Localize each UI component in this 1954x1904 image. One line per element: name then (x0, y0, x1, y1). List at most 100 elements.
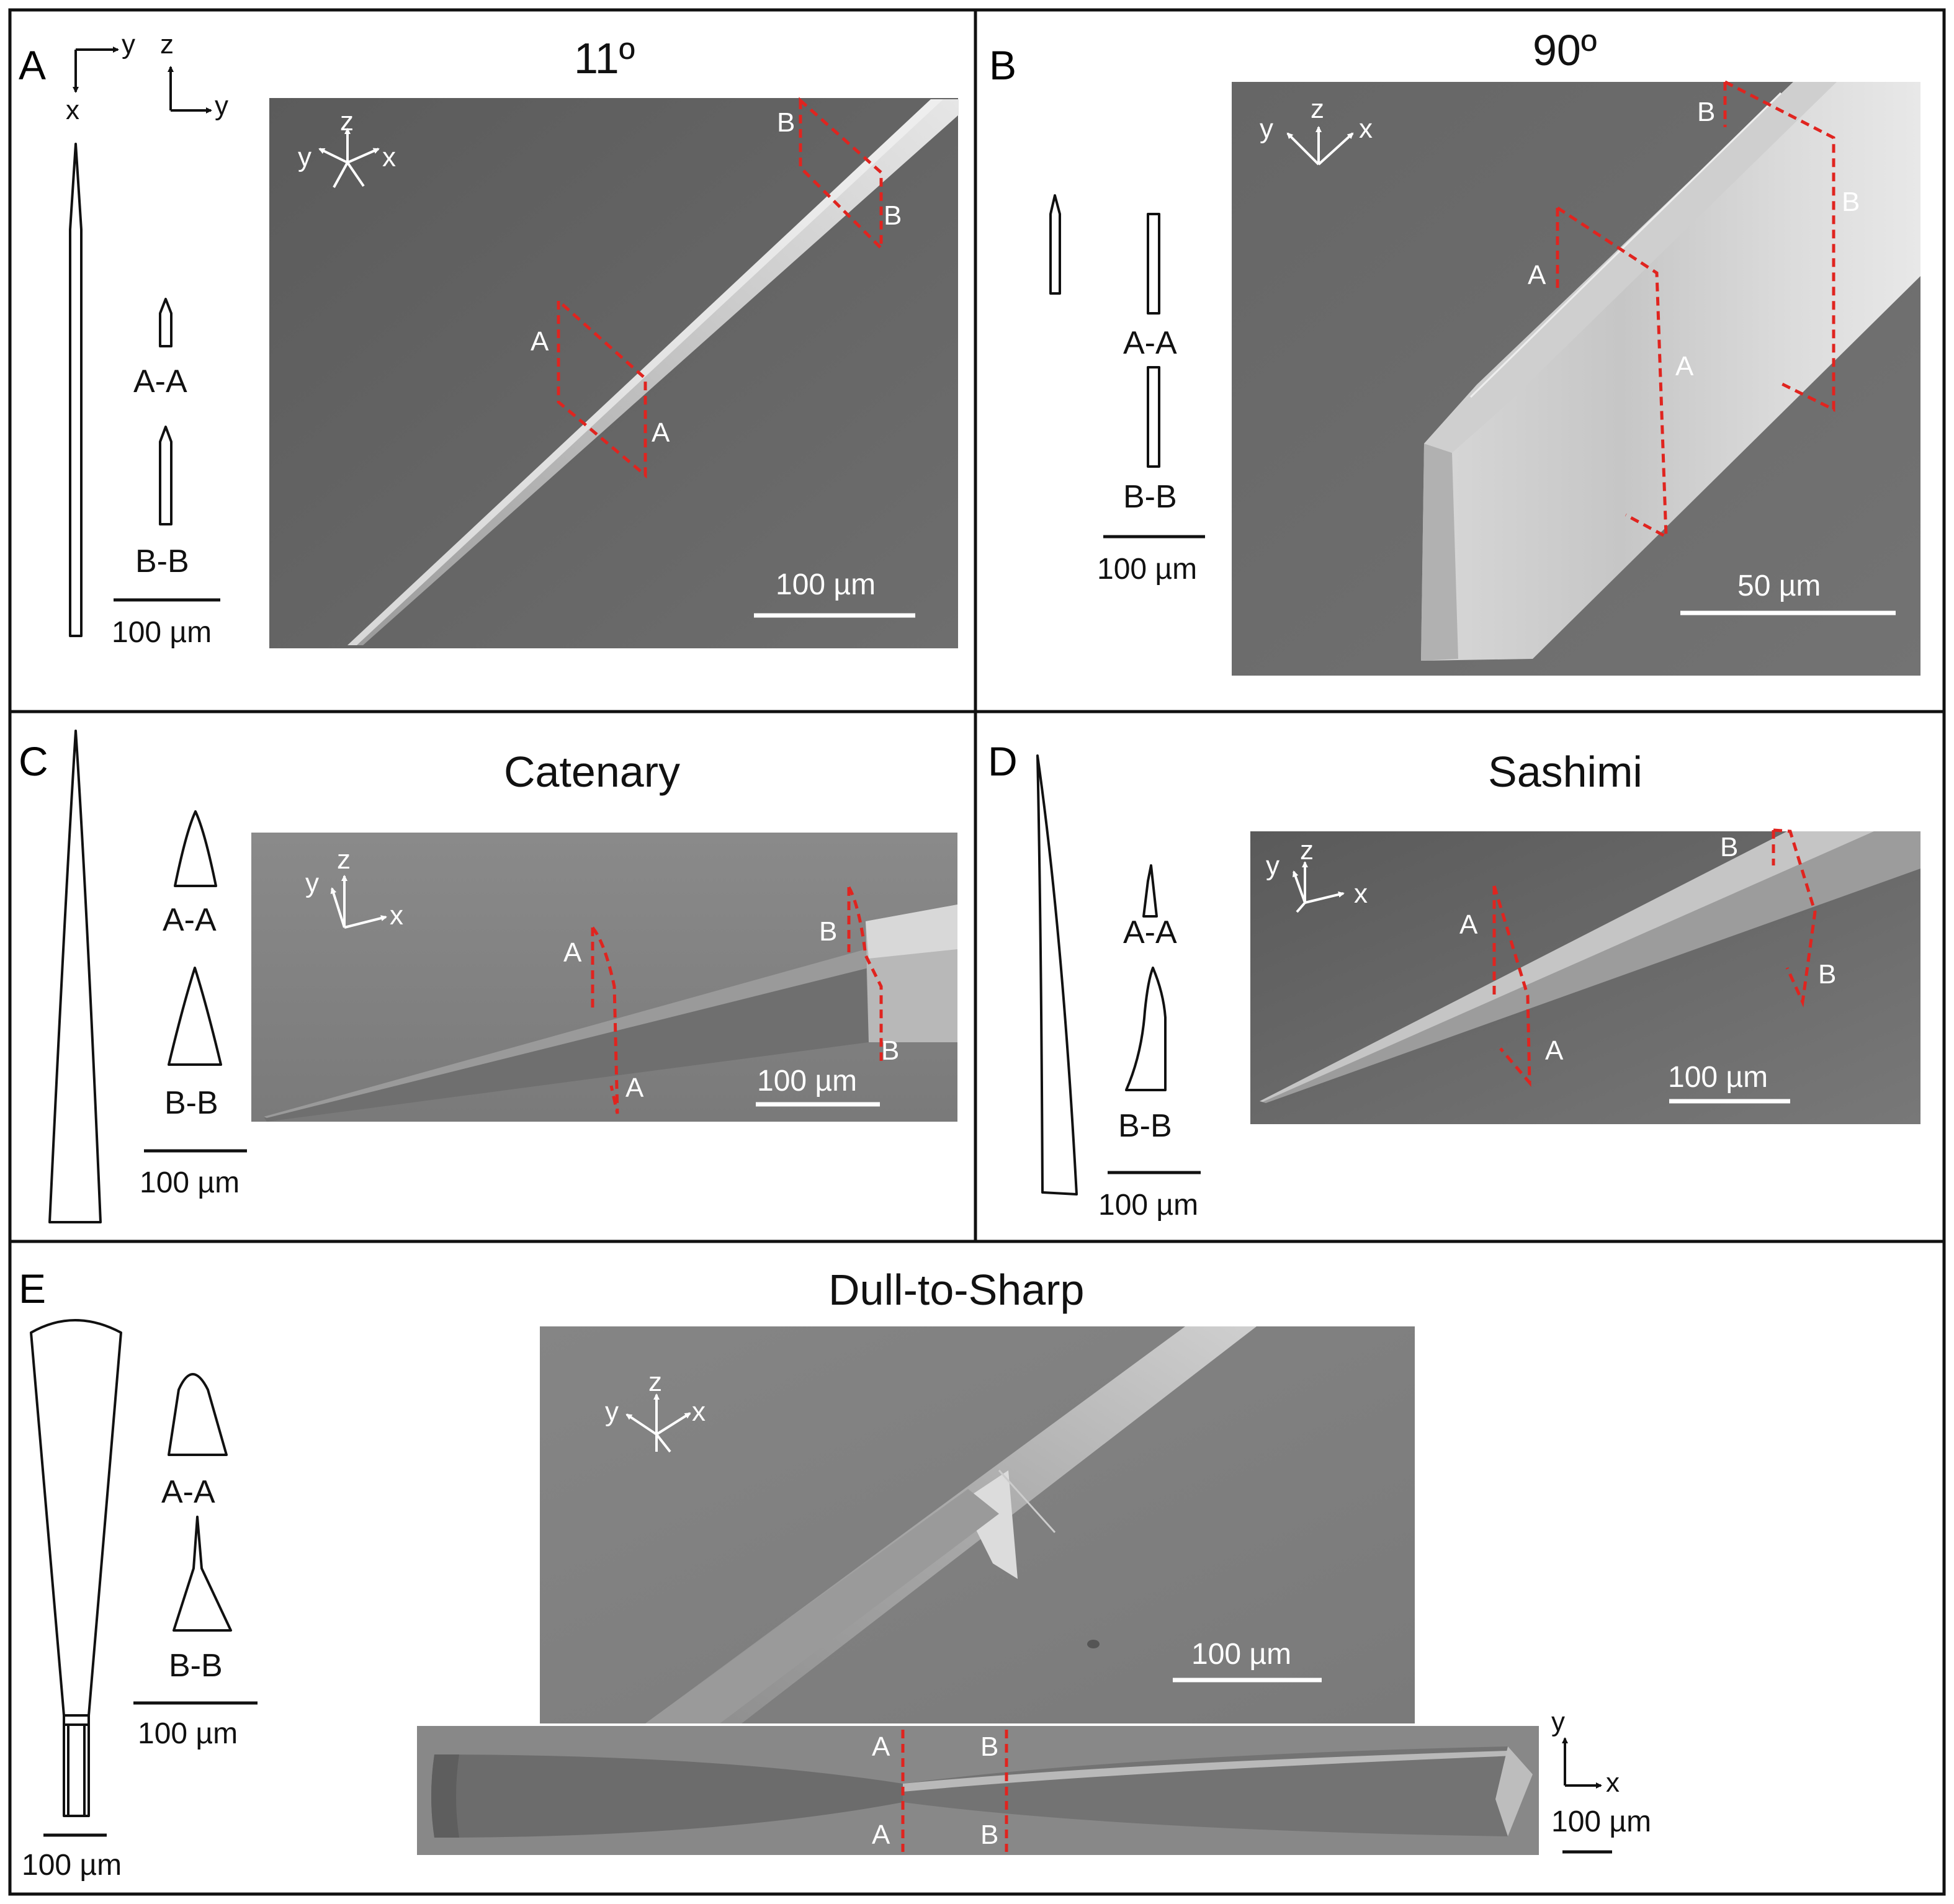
needle-outline-a (69, 143, 83, 637)
marker-a1-b: A (1528, 260, 1546, 290)
panel-c: C Catenary A-A B-B 100 µm z y x (19, 730, 957, 1223)
section-plane-b-d (1773, 828, 1817, 1008)
scale-label-sem-e: 100 µm (1191, 1638, 1291, 1671)
marker-a1-d: A (1459, 910, 1478, 940)
section-bb-shape-c (168, 967, 222, 1066)
section-label-aa-c: A-A (163, 902, 217, 938)
panel-title-e: Dull-to-Sharp (828, 1266, 1084, 1314)
marker-b1-b: B (1697, 97, 1715, 127)
sem-axis-y-d: y (1266, 851, 1280, 881)
panel-title-a: 11º (574, 34, 635, 83)
marker-b2-e: B (980, 1820, 998, 1850)
section-plane-a (557, 297, 647, 479)
section-plane-a-c (591, 926, 619, 1114)
needle-outline-c (48, 730, 102, 1223)
sem-image-a: z y x A A B B 100 µm (269, 97, 959, 648)
axis-label-z: z (160, 29, 174, 60)
axis-label-x: x (66, 95, 79, 125)
sem-axis-x-d: x (1354, 878, 1368, 909)
section-label-aa-e: A-A (161, 1474, 215, 1510)
panel-title-d: Sashimi (1488, 748, 1643, 796)
sem-axis-y-c: y (305, 868, 319, 898)
section-label-aa-b: A-A (1123, 325, 1177, 361)
panel-grid (8, 8, 1946, 1896)
marker-b2-b: B (1842, 187, 1860, 217)
marker-a1-c: A (563, 937, 582, 968)
section-aa-shape-c (174, 810, 217, 887)
marker-a2-c: A (625, 1073, 644, 1103)
section-plane-b-c (847, 886, 883, 1061)
scale-label-sem-d: 100 µm (1668, 1061, 1768, 1094)
section-aa-shape-d (1142, 864, 1158, 918)
panel-letter-b: B (989, 42, 1016, 88)
needle-base-e (63, 1714, 90, 1817)
section-plane-a-d (1492, 885, 1531, 1087)
sem-image-b: z y x A A B B 50 µm (1232, 80, 1920, 676)
panel-title-b: 90º (1533, 26, 1597, 74)
sem-image-e-top: A A B B (417, 1726, 1539, 1855)
panel-b: B 90º A-A B-B 100 µm z y x (989, 26, 1920, 676)
section-label-bb: B-B (135, 543, 189, 579)
sem-axis-z-d: z (1300, 835, 1314, 865)
panel-letter-e: E (19, 1266, 46, 1312)
sem-axis-x-c: x (390, 900, 403, 931)
scale-label-sem-c: 100 µm (757, 1065, 857, 1097)
sem-axis-x: x (382, 142, 396, 172)
marker-a1-e: A (872, 1732, 890, 1762)
sem-axis-x-b: x (1359, 114, 1373, 144)
section-aa-shape (159, 298, 173, 347)
needle-outline-b (1049, 194, 1061, 295)
section-label-bb-e: B-B (169, 1648, 223, 1684)
section-aa-shape-e (168, 1373, 228, 1456)
scale-label-schematic-e1: 100 µm (138, 1717, 238, 1750)
panel-e: E Dull-to-Sharp A-A B-B 100 µm 100 µm (19, 1266, 1651, 1882)
marker-a1: A (531, 326, 549, 357)
panel-letter-c: C (19, 738, 48, 784)
section-label-bb-d: B-B (1118, 1108, 1172, 1144)
section-label-bb-c: B-B (164, 1085, 218, 1121)
section-bb-shape (159, 426, 173, 525)
needle-outline-d (1036, 754, 1078, 1196)
scale-label-schematic-c: 100 µm (140, 1166, 240, 1199)
marker-a2: A (652, 418, 670, 448)
sem-axis-y-b: y (1260, 114, 1273, 144)
scale-label-schematic-e2: 100 µm (22, 1849, 122, 1882)
axis-icon-sem-b: z y x (1260, 94, 1373, 166)
section-label-aa: A-A (133, 364, 187, 400)
axis-label-y: y (122, 29, 135, 60)
sem-image-d: z y x A A B B 100 µm (1250, 828, 1920, 1124)
marker-b2-d: B (1818, 959, 1836, 990)
axis-icon-sem-e: z y x (605, 1367, 706, 1453)
marker-a2-e: A (872, 1820, 890, 1850)
panel-letter-a: A (19, 42, 46, 88)
section-label-bb-b: B-B (1123, 479, 1177, 515)
sem-axis-x-e: x (692, 1397, 706, 1427)
section-plane-b-b (1724, 80, 1835, 413)
marker-b1-d: B (1720, 832, 1738, 862)
axis-label-y-e: y (1551, 1707, 1565, 1737)
axis-icon-top-view: y x (66, 29, 135, 125)
sem-axis-z-e: z (648, 1367, 662, 1397)
panel-d: D Sashimi A-A B-B 100 µm z y x (988, 738, 1920, 1222)
section-plane-b (799, 97, 883, 253)
panel-letter-d: D (988, 738, 1018, 784)
axis-icon-side-view: z y (160, 29, 228, 121)
axis-label-y2: y (215, 91, 228, 121)
sem-axis-y-e: y (605, 1397, 619, 1427)
marker-b1-e: B (980, 1732, 998, 1762)
panel-a: A 11º y x z y A-A B-B 100 µm (19, 29, 959, 649)
sem-axis-z-c: z (337, 844, 351, 875)
scale-label-schematic-b: 100 µm (1097, 553, 1197, 586)
marker-a2-d: A (1545, 1035, 1564, 1066)
axis-icon-top-e: y x (1551, 1707, 1620, 1798)
sem-image-e: z y x 100 µm (540, 1326, 1415, 1723)
marker-b2: B (884, 200, 902, 231)
sem-axis-z-b: z (1311, 94, 1324, 124)
section-aa-shape-b (1147, 213, 1160, 315)
marker-b1-c: B (819, 916, 837, 947)
section-bb-shape-e (173, 1516, 232, 1632)
axis-icon-sem-c: z y x (305, 844, 403, 931)
sem-axis-z: z (340, 106, 354, 136)
scale-label-top-e: 100 µm (1551, 1805, 1651, 1838)
